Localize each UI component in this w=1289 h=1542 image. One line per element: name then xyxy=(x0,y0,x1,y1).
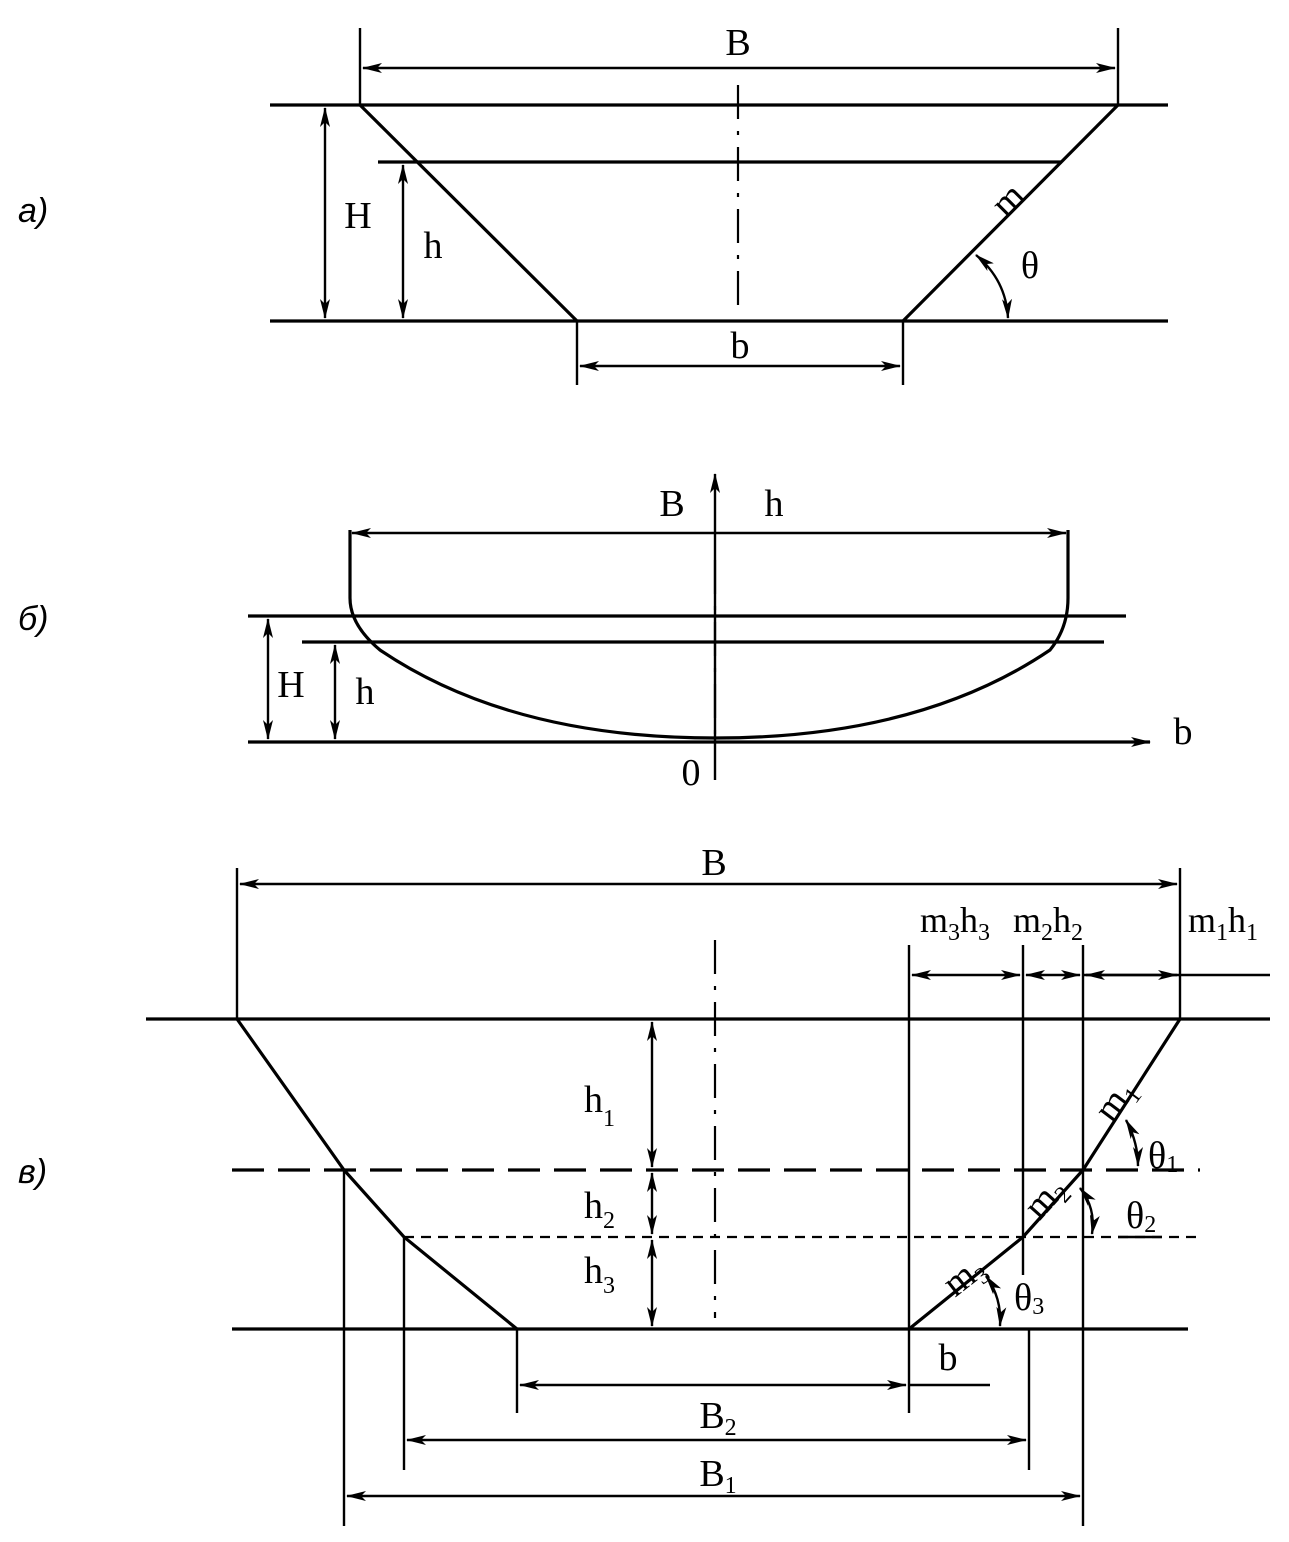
label-b: b xyxy=(731,325,750,367)
angle-theta-arc xyxy=(975,254,1012,319)
label-h: h xyxy=(424,225,443,267)
label-B1: B1 xyxy=(699,1453,736,1499)
label-H: H xyxy=(277,664,304,706)
svg-text:m1h1: m1h1 xyxy=(1188,900,1258,946)
right-polyline-slope xyxy=(907,1018,1182,1331)
left-slope xyxy=(358,103,579,323)
label-h3: h3 xyxy=(584,1250,615,1299)
angle-theta3-arc xyxy=(985,1275,1007,1327)
label-origin: 0 xyxy=(682,752,701,794)
parabolic-profile xyxy=(348,530,1070,740)
angle-theta1-arc xyxy=(1124,1119,1143,1167)
label-theta2: θ2 xyxy=(1126,1195,1156,1238)
left-polyline-slope xyxy=(235,1018,519,1331)
svg-text:m2h2: m2h2 xyxy=(1013,900,1083,946)
label-H: H xyxy=(344,195,371,237)
label-theta3: θ3 xyxy=(1014,1277,1044,1320)
label-m3h3: m3h3 xyxy=(920,900,990,946)
label-b-axis: b xyxy=(1174,711,1193,753)
label-slope-m2: m2 xyxy=(1015,1168,1077,1230)
label-m2h2: m2h2 xyxy=(1013,900,1083,946)
label-b: b xyxy=(939,1337,958,1379)
label-B2: B2 xyxy=(699,1395,736,1441)
label-B: B xyxy=(725,22,750,64)
label-m1h1: m1h1 xyxy=(1188,900,1258,946)
label-theta1: θ1 xyxy=(1148,1135,1178,1178)
panel-c-compound: в) B m3h3 m2h2 m1h1 h1 h2 h xyxy=(18,842,1270,1526)
label-theta: θ xyxy=(1021,245,1039,287)
label-B: B xyxy=(659,483,684,525)
right-slope xyxy=(901,103,1120,323)
panel-b-parabolic: б) b B h H h 0 xyxy=(18,473,1193,794)
label-slope-m1: m1 xyxy=(1086,1071,1148,1132)
panel-a-trapezoid: а) B H h b m θ xyxy=(18,22,1168,385)
label-B: B xyxy=(701,842,726,884)
label-h: h xyxy=(356,671,375,713)
panel-c-tag: в) xyxy=(18,1153,47,1191)
label-h2: h2 xyxy=(584,1185,615,1234)
svg-text:m3h3: m3h3 xyxy=(920,900,990,946)
label-slope-m: m xyxy=(983,175,1034,226)
panel-b-tag: б) xyxy=(18,600,48,638)
label-h-axis: h xyxy=(765,483,784,525)
panel-a-tag: а) xyxy=(18,192,48,230)
label-h1: h1 xyxy=(584,1079,615,1132)
